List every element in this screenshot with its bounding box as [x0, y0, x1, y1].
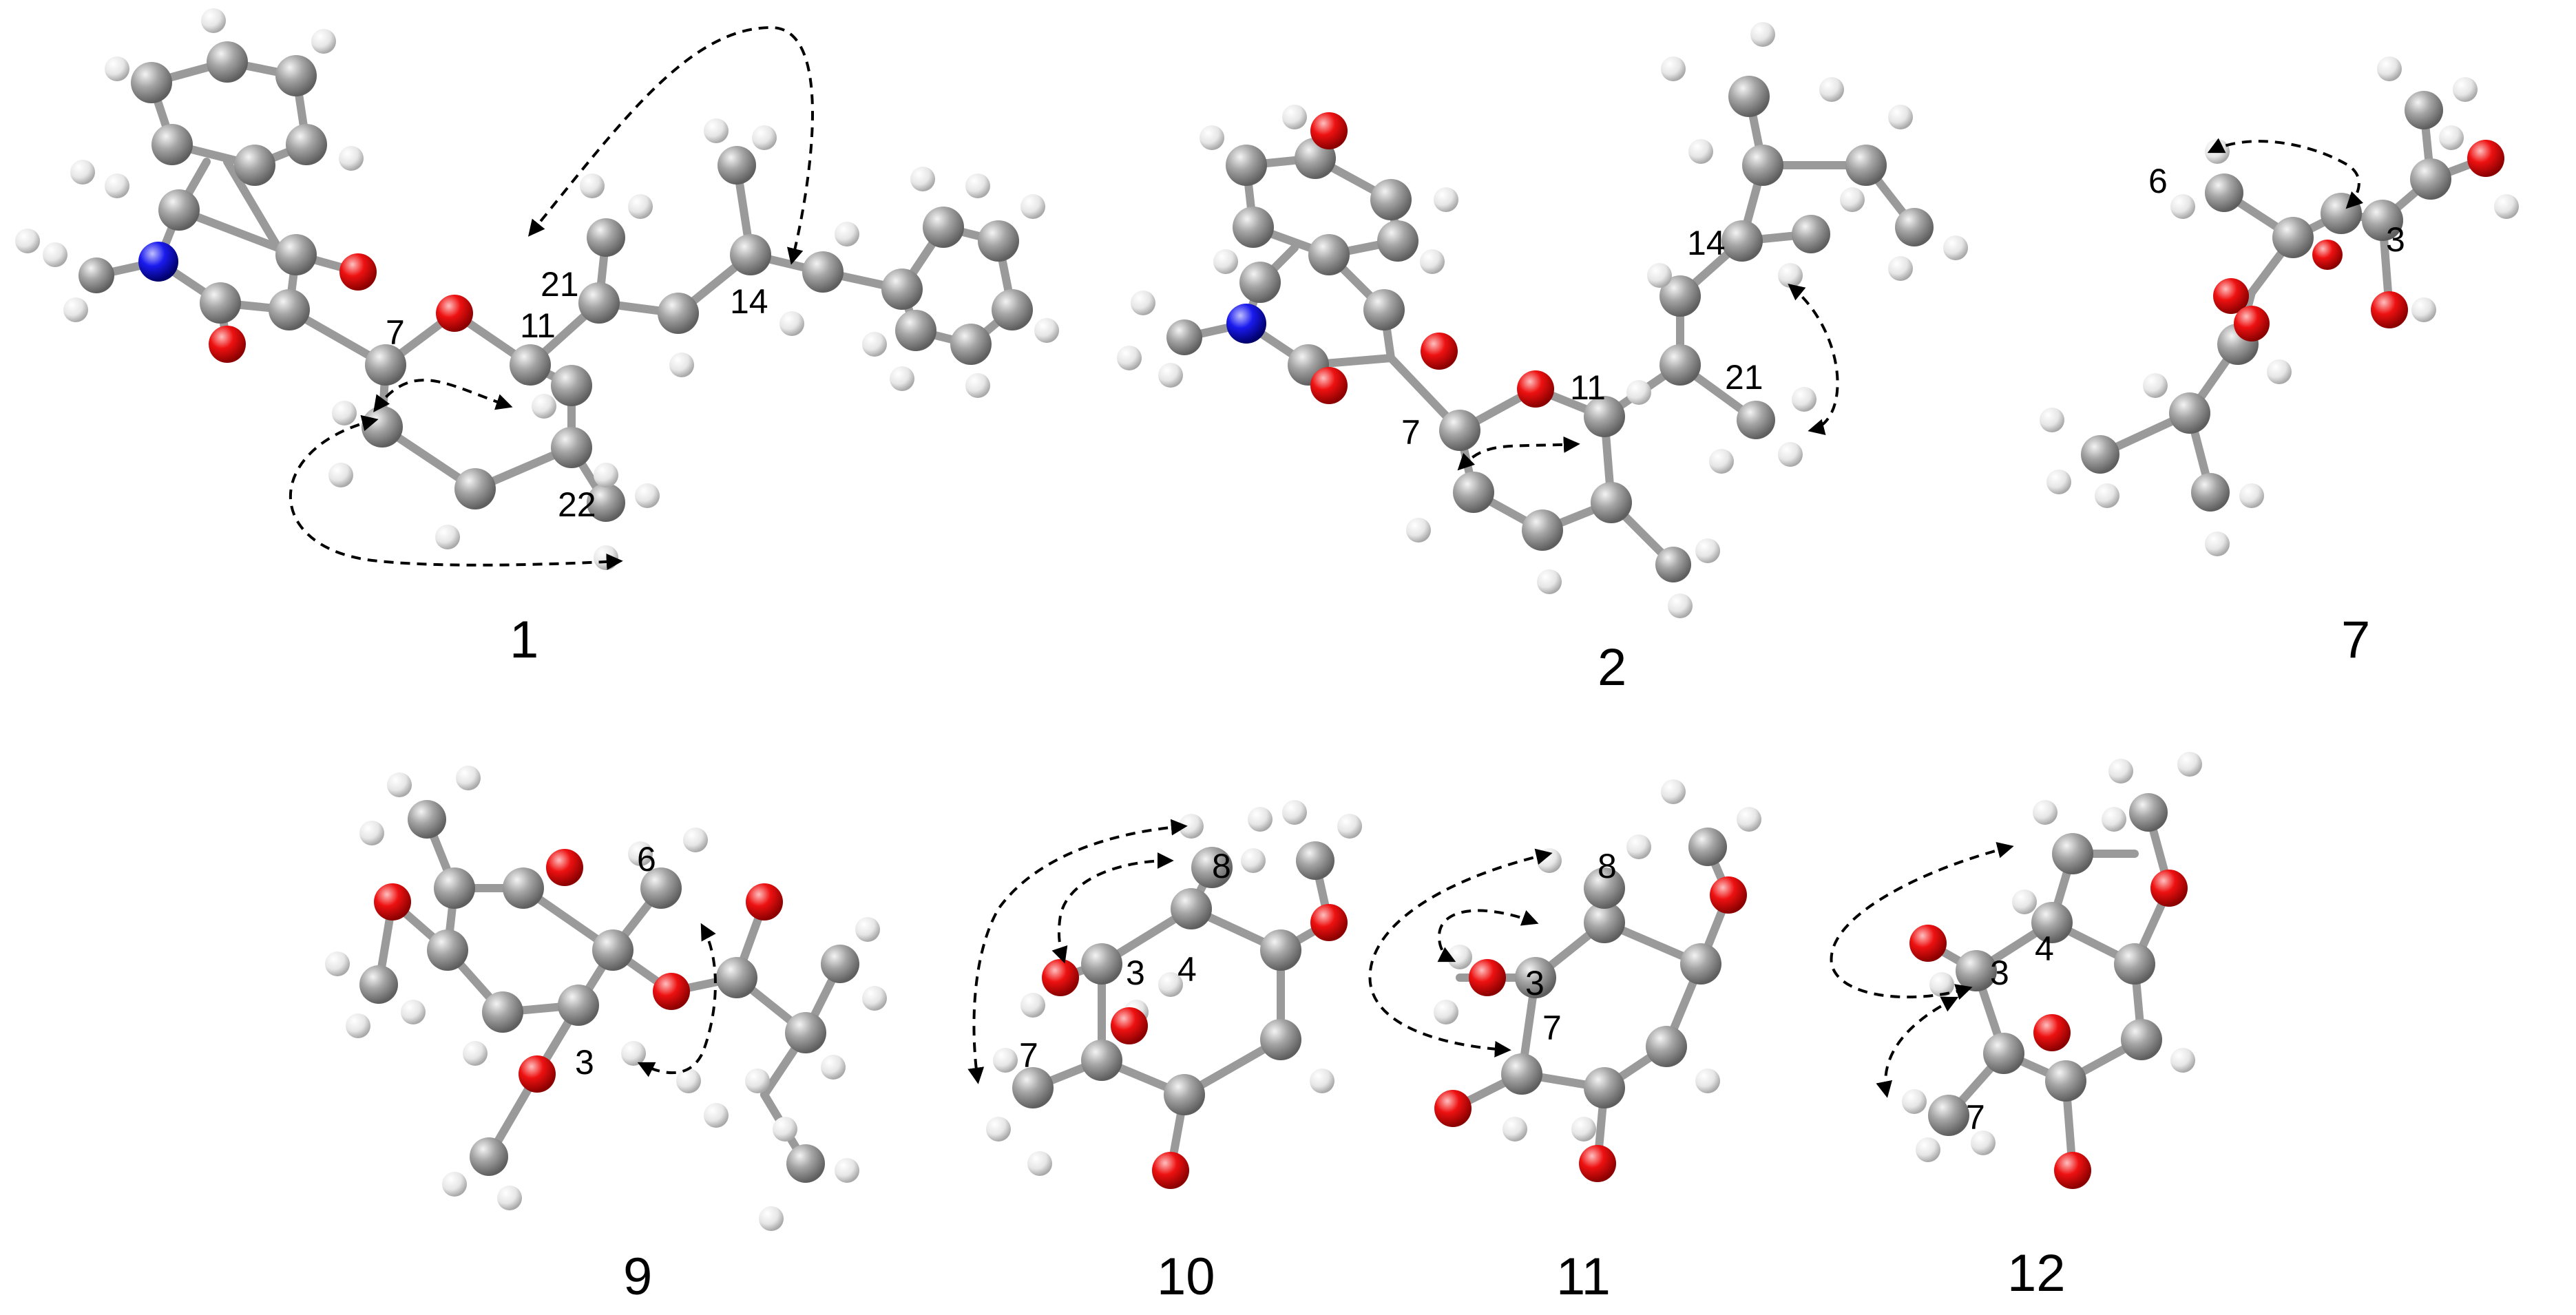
atom-label: 7 — [1542, 1009, 1562, 1047]
oxygen-atoms — [1310, 112, 1554, 408]
atom-label: 3 — [1525, 964, 1544, 1002]
atom-labels-9: 6 3 — [575, 840, 656, 1082]
atom-label: 22 — [558, 485, 596, 524]
bonds — [1180, 92, 1918, 569]
atom-label: 11 — [1570, 368, 1606, 407]
compound-label: 10 — [1157, 1248, 1215, 1306]
atom-label: 3 — [2386, 220, 2405, 259]
atom-label: 7 — [386, 313, 405, 352]
atom-label: 11 — [520, 306, 556, 345]
compound-11-model: 8 3 7 11 — [1368, 779, 1761, 1306]
oxygen-atoms — [2213, 140, 2504, 341]
atom-label: 3 — [575, 1043, 594, 1082]
atom-label: 6 — [637, 840, 656, 879]
compound-label: 12 — [2007, 1244, 2066, 1303]
hydrogen-atoms — [1902, 752, 2202, 1162]
noe-arrows — [967, 819, 1188, 1084]
noe-arrows — [289, 25, 814, 570]
atom-label: 14 — [730, 282, 768, 321]
oxygen-atoms — [1909, 870, 2188, 1189]
atom-label: 4 — [2035, 929, 2054, 968]
compound-label: 1 — [510, 611, 538, 669]
atom-label: 3 — [1990, 954, 2009, 992]
atom-label: 14 — [1687, 224, 1726, 262]
atom-labels-12: 3 4 7 — [1966, 929, 2054, 1137]
noe-arrows — [1368, 848, 1553, 1058]
compound-label: 9 — [623, 1248, 652, 1306]
compound-9-model: 6 3 9 — [325, 766, 887, 1306]
atom-label: 7 — [1019, 1036, 1038, 1075]
compound-2-model: 14 11 21 7 2 — [1117, 22, 1968, 697]
compound-1-model: 7 11 21 14 22 1 — [15, 8, 1059, 669]
atom-label: 3 — [1126, 954, 1145, 992]
atom-labels-1: 7 11 21 14 22 — [386, 265, 768, 524]
atom-label: 7 — [1966, 1098, 1985, 1137]
hydrogen-atoms — [2040, 56, 2519, 556]
compound-label: 2 — [1598, 638, 1626, 697]
atom-labels-2: 14 11 21 7 — [1401, 224, 1763, 452]
atom-label: 8 — [1598, 847, 1617, 885]
nitrogen-atom — [1226, 304, 1266, 344]
hydrogen-atoms — [325, 766, 887, 1231]
atom-labels-10: 8 3 4 7 — [1019, 847, 1231, 1075]
atom-labels-11: 8 3 7 — [1525, 847, 1617, 1047]
compound-12-model: 3 4 7 12 — [1830, 752, 2202, 1303]
atom-label: 21 — [541, 265, 579, 304]
atom-label: 7 — [1401, 413, 1421, 452]
atom-label: 4 — [1177, 950, 1197, 989]
hydrogen-atoms — [1117, 22, 1968, 618]
oxygen-atoms — [209, 253, 473, 363]
nitrogen-atom — [138, 242, 178, 282]
atom-labels-7: 6 3 — [2148, 162, 2405, 259]
noe-arrows — [1457, 283, 1839, 471]
compound-label: 11 — [1556, 1248, 1611, 1306]
atom-label: 8 — [1212, 847, 1231, 885]
atom-label: 21 — [1725, 358, 1763, 397]
compound-10-model: 8 3 4 7 10 — [967, 800, 1362, 1306]
compound-7-model: 6 3 7 — [2040, 56, 2519, 669]
noe-arrows — [1830, 842, 2014, 1098]
noe-arrows — [637, 923, 717, 1077]
atom-label: 6 — [2148, 162, 2168, 200]
compound-label: 7 — [2341, 611, 2370, 669]
carbon-atoms — [359, 800, 859, 1183]
noe-arrows — [2207, 138, 2364, 209]
carbon-atoms — [1166, 76, 1934, 582]
